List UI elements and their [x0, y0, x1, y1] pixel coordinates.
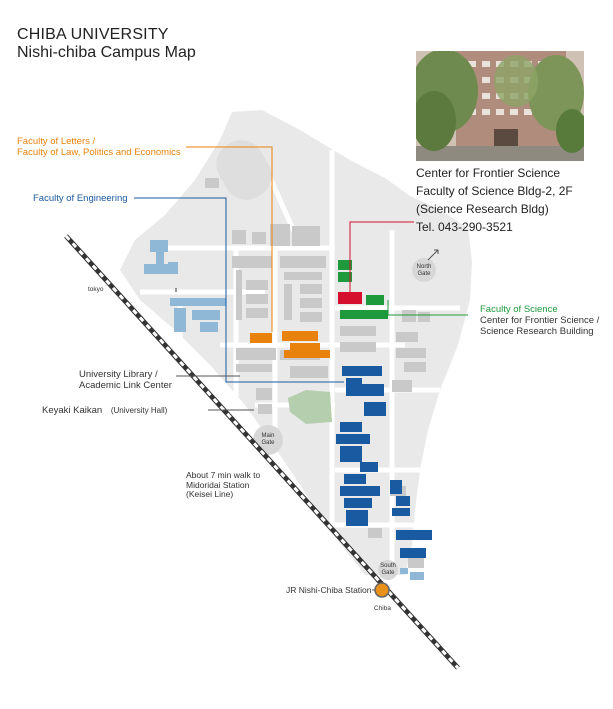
science-label-line-2: Center for Frontier Science /	[480, 315, 600, 326]
science-buildings	[338, 260, 388, 319]
south-gate-line-2: Gate	[381, 570, 395, 576]
walk-label-line-3: (Keisei Line)	[186, 489, 234, 499]
building-photo-image	[416, 51, 584, 161]
walk-label-line-1: About 7 min walk to	[186, 470, 261, 480]
keyaki-label-sub: (University Hall)	[110, 406, 168, 415]
keyaki-label: Keyaki Kaikan (University Hall)	[42, 405, 167, 416]
chiba-label: Chiba	[374, 605, 391, 612]
south-gate-line-1: South	[380, 563, 396, 569]
keyaki-label-main: Keyaki Kaikan	[42, 405, 103, 416]
science-label: Faculty of Science	[480, 304, 558, 315]
engineering-buildings	[336, 366, 432, 558]
engineering-label: Faculty of Engineering	[33, 193, 128, 204]
title-line-1: CHIBA UNIVERSITY	[17, 26, 169, 43]
station-label: JR Nishi-Chiba Station	[286, 585, 372, 595]
main-gate-line-2: Gate	[261, 440, 275, 446]
contact-line-2: Faculty of Science Bldg-2, 2F	[416, 184, 573, 198]
south-gate-label: South Gate	[376, 563, 400, 577]
north-gate-line-2: Gate	[417, 271, 431, 277]
contact-line-3: (Science Research Bldg)	[416, 202, 549, 216]
south-gate-circle	[378, 560, 398, 580]
walk-label: About 7 min walk to Midoridai Station (K…	[186, 470, 261, 500]
building-photo	[416, 51, 584, 161]
tokyo-label: tokyo	[88, 286, 104, 293]
letters-label-line-1: Faculty of Letters /	[17, 136, 96, 147]
green-area	[288, 390, 332, 424]
railway-ties	[64, 234, 460, 670]
walk-label-line-2: Midoridai Station	[186, 479, 250, 490]
contact-line-1: Center for Frontier Science	[416, 166, 561, 180]
north-gate-label: North Gate	[412, 264, 436, 278]
main-gate-line-1: Main	[261, 433, 275, 439]
main-gate-label: Main Gate	[256, 433, 280, 447]
letters-label: Faculty of Letters / Faculty of Law, Pol…	[17, 136, 181, 158]
title-line-2: Nishi-chiba Campus Map	[17, 44, 196, 61]
contact-info: Center for Frontier Science Faculty of S…	[416, 164, 573, 236]
letters-label-line-2: Faculty of Law, Politics and Economics	[17, 147, 181, 158]
library-label-line-2: Academic Link Center	[79, 380, 172, 391]
north-gate-circle	[412, 258, 436, 282]
contact-phone: Tel. 043-290-3521	[416, 220, 513, 234]
library-label: University Library / Academic Link Cente…	[79, 369, 172, 391]
sports-field	[216, 140, 272, 200]
north-arrow-icon	[427, 249, 439, 261]
station-marker	[374, 582, 390, 598]
north-gate-line-1: North	[416, 264, 432, 270]
library-label-line-1: University Library /	[79, 369, 158, 380]
frontier-science-building	[338, 292, 362, 304]
science-label-line-3: Science Research Building	[480, 326, 594, 337]
leader-lines	[134, 146, 468, 591]
letters-law-buildings	[250, 331, 330, 358]
light-blue-buildings	[144, 240, 424, 580]
